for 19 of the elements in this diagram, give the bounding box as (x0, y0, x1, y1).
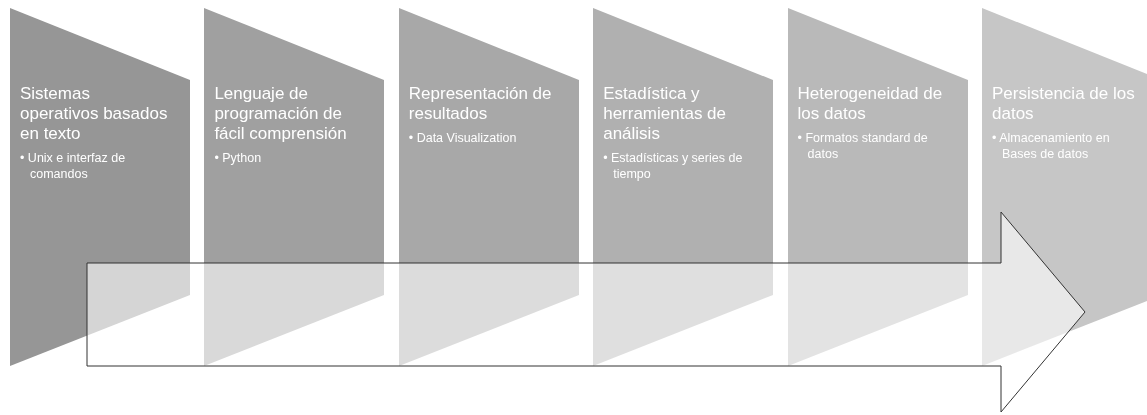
chevron-panel (10, 8, 190, 366)
bullet-item: • Estadísticas y series de tiempo (603, 150, 744, 182)
bullet-item: • Data Visualization (408, 130, 518, 146)
bullet-item: • Unix e interfaz de comandos (20, 150, 127, 182)
arrow-shape (87, 212, 1087, 412)
bullet-item: • Python (214, 150, 263, 166)
step-heading: Lenguaje de programación de fácil comprensión (214, 84, 348, 144)
step-heading: Estadística y herramientas de análisis (603, 84, 728, 144)
step-heading: Representación de resultados (408, 84, 553, 124)
chevron-panel (204, 8, 385, 366)
chevron-panel (787, 8, 968, 366)
chevron-panel (593, 8, 774, 366)
step-heading: Persistencia de los datos (992, 84, 1136, 124)
step-heading: Sistemas operativos basados en texto (20, 84, 168, 144)
chevron-panel (982, 8, 1147, 366)
step-heading: Heterogeneidad de los datos (797, 84, 944, 124)
bullet-item: • Almacenamiento en Bases de datos (992, 130, 1111, 162)
bullet-item: • Formatos standard de datos (797, 130, 929, 162)
chevron-panel (398, 8, 579, 366)
